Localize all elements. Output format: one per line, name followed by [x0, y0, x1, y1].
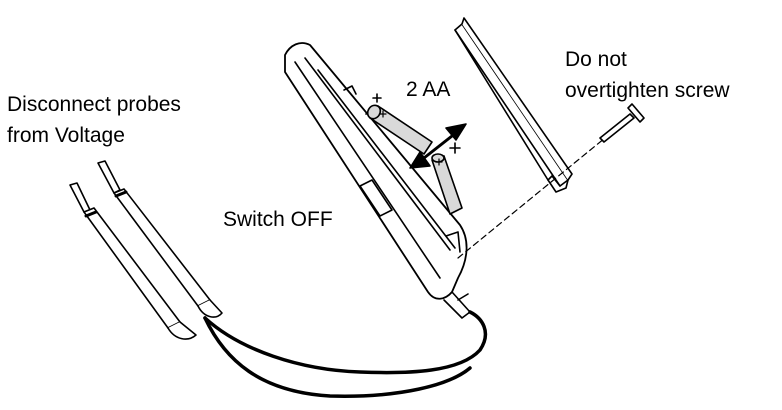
battery-top	[366, 93, 433, 155]
screw	[599, 103, 645, 143]
disconnect-probes-label: Disconnect probes	[7, 93, 181, 116]
left-probe	[69, 182, 197, 340]
switch-off-label: Switch OFF	[223, 208, 333, 231]
removal-arrows	[409, 123, 467, 169]
battery-count-label: 2 AA	[406, 78, 451, 101]
do-not-label: Do not	[565, 48, 627, 71]
right-probe	[97, 160, 223, 318]
screw-alignment-line	[457, 137, 606, 259]
test-lead-cable	[203, 310, 488, 375]
from-voltage-label: from Voltage	[7, 124, 125, 147]
battery-cover	[454, 17, 573, 193]
overtighten-screw-label: overtighten screw	[565, 79, 730, 102]
battery-bottom	[431, 142, 463, 215]
test-lead-cable-second	[203, 316, 472, 398]
